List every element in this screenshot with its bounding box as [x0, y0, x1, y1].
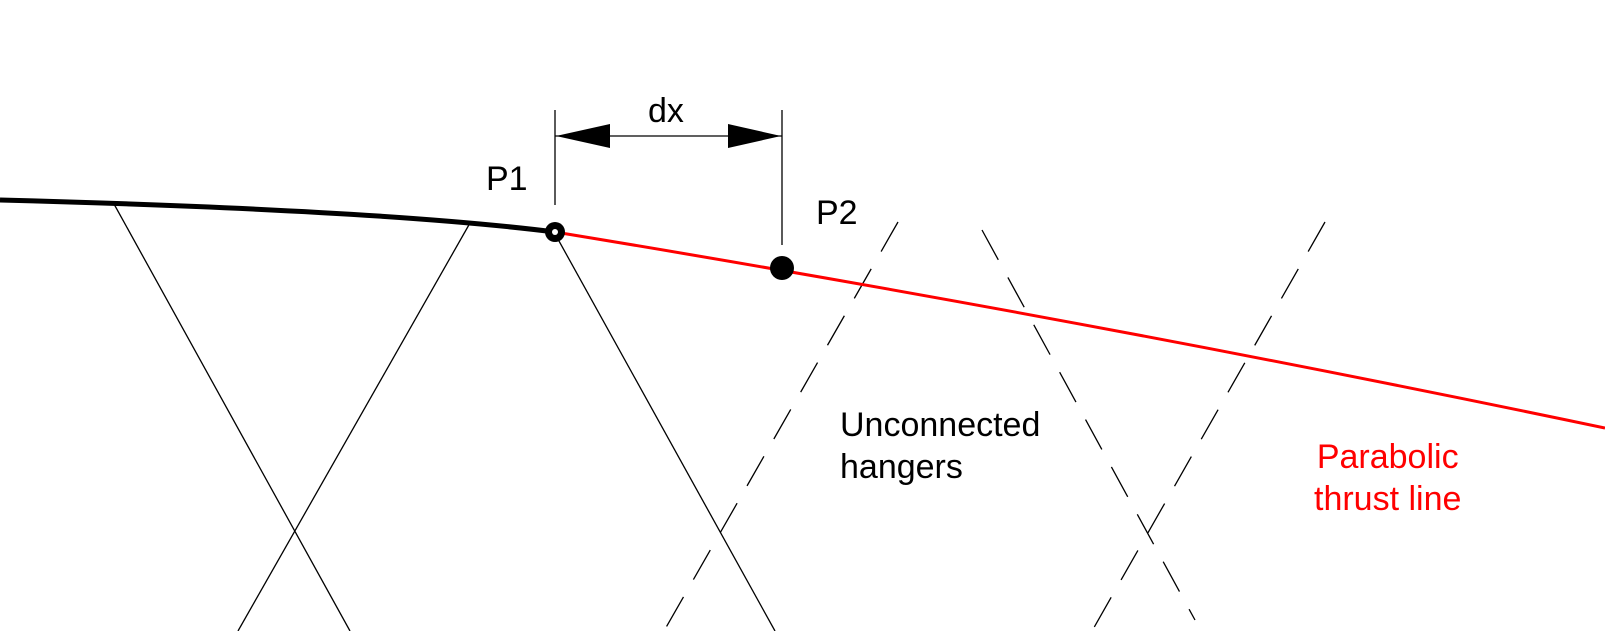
label-unconnected-hangers: Unconnected hangers — [840, 404, 1040, 488]
connected-hangers — [113, 203, 776, 631]
label-p1: P1 — [486, 160, 528, 198]
label-parabolic-thrust-line: Parabolic thrust line — [1314, 436, 1461, 520]
dashed-hanger-line — [1091, 221, 1326, 631]
label-dx: dx — [648, 92, 684, 130]
label-unconnected-line2: hangers — [840, 448, 963, 486]
arrowhead-right — [728, 124, 781, 148]
parabolic-thrust-line — [554, 230, 1605, 430]
arrowhead-left — [556, 124, 610, 148]
label-p2: P2 — [816, 194, 858, 232]
dashed-hanger-line — [663, 221, 899, 631]
point-p1-center — [552, 229, 558, 235]
hanger-line — [113, 203, 351, 631]
point-p2-marker — [770, 256, 794, 280]
label-unconnected-line1: Unconnected — [840, 406, 1041, 444]
hanger-line — [237, 222, 471, 631]
dashed-hanger-line — [981, 229, 1196, 621]
arch-line — [0, 197, 556, 235]
label-parabolic-line1: Parabolic — [1316, 438, 1459, 476]
label-parabolic-line2: thrust line — [1314, 480, 1462, 518]
hanger-line — [553, 231, 776, 631]
unconnected-hangers — [663, 221, 1326, 631]
